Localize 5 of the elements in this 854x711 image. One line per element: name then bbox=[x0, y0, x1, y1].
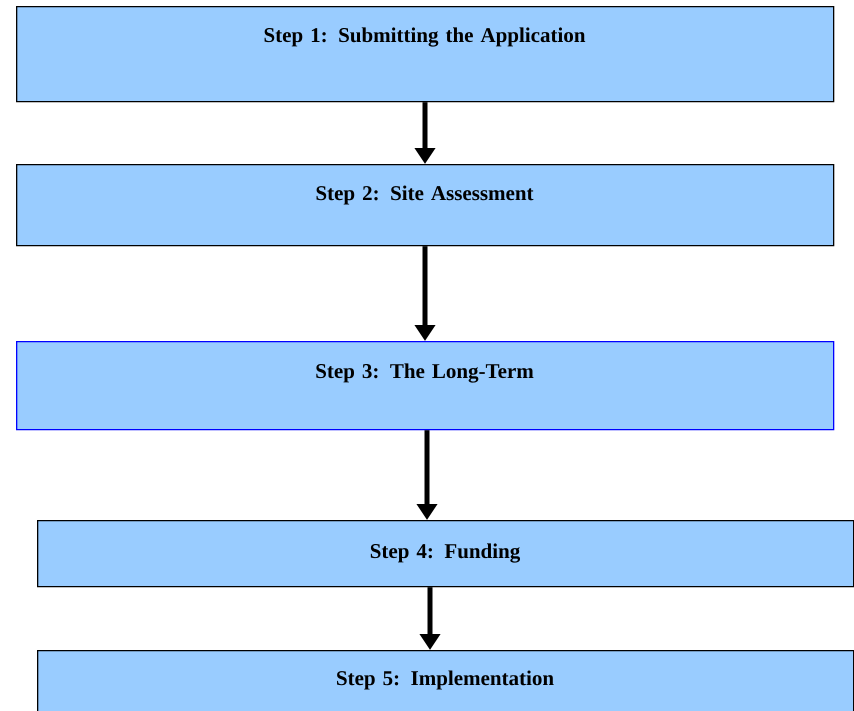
process-box: Step 4: Funding bbox=[37, 520, 854, 588]
process-box: Step 5: Implementation bbox=[37, 650, 854, 711]
process-box: Step 2: Site Assessment bbox=[16, 164, 834, 246]
process-box: Step 3: The Long-Term bbox=[16, 341, 834, 430]
process-box: Step 1: Submitting the Application bbox=[16, 6, 834, 102]
